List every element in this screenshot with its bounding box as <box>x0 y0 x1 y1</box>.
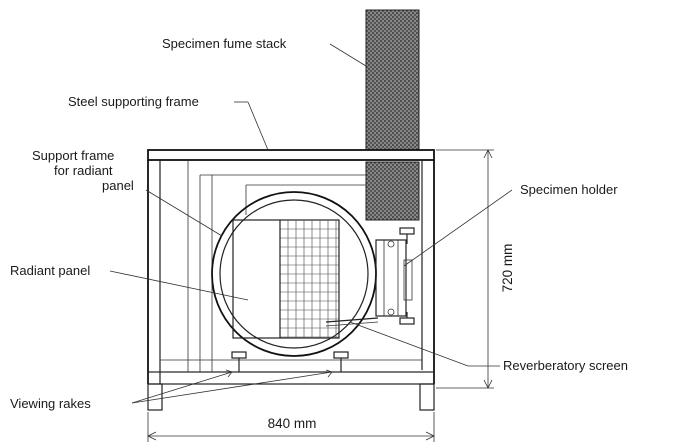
label-radiant-panel: Radiant panel <box>10 263 90 278</box>
fume-stack <box>365 9 420 221</box>
viewing-rakes <box>231 351 349 372</box>
label-support-frame-line2: for radiant <box>54 163 113 178</box>
reverberatory-screen <box>325 317 379 327</box>
leader-lines <box>109 43 513 404</box>
label-steel-frame: Steel supporting frame <box>68 94 199 109</box>
width-dimension-label: 840 mm <box>268 416 317 431</box>
steel-supporting-frame <box>147 149 435 411</box>
width-dimension: 840 mm <box>147 412 435 442</box>
label-specimen-holder: Specimen holder <box>520 182 618 197</box>
specimen-holder <box>375 227 415 325</box>
height-dimension: 720 mm <box>436 149 515 389</box>
label-viewing-rakes: Viewing rakes <box>10 396 91 411</box>
label-fume-stack: Specimen fume stack <box>162 36 287 51</box>
height-dimension-label: 720 mm <box>500 244 515 293</box>
label-reverberatory-screen: Reverberatory screen <box>503 358 628 373</box>
labels: Specimen fume stack Steel supporting fra… <box>10 36 628 411</box>
radiant-panel <box>232 219 340 339</box>
label-support-frame-line1: Support frame <box>32 148 114 163</box>
label-support-frame-line3: panel <box>102 178 134 193</box>
